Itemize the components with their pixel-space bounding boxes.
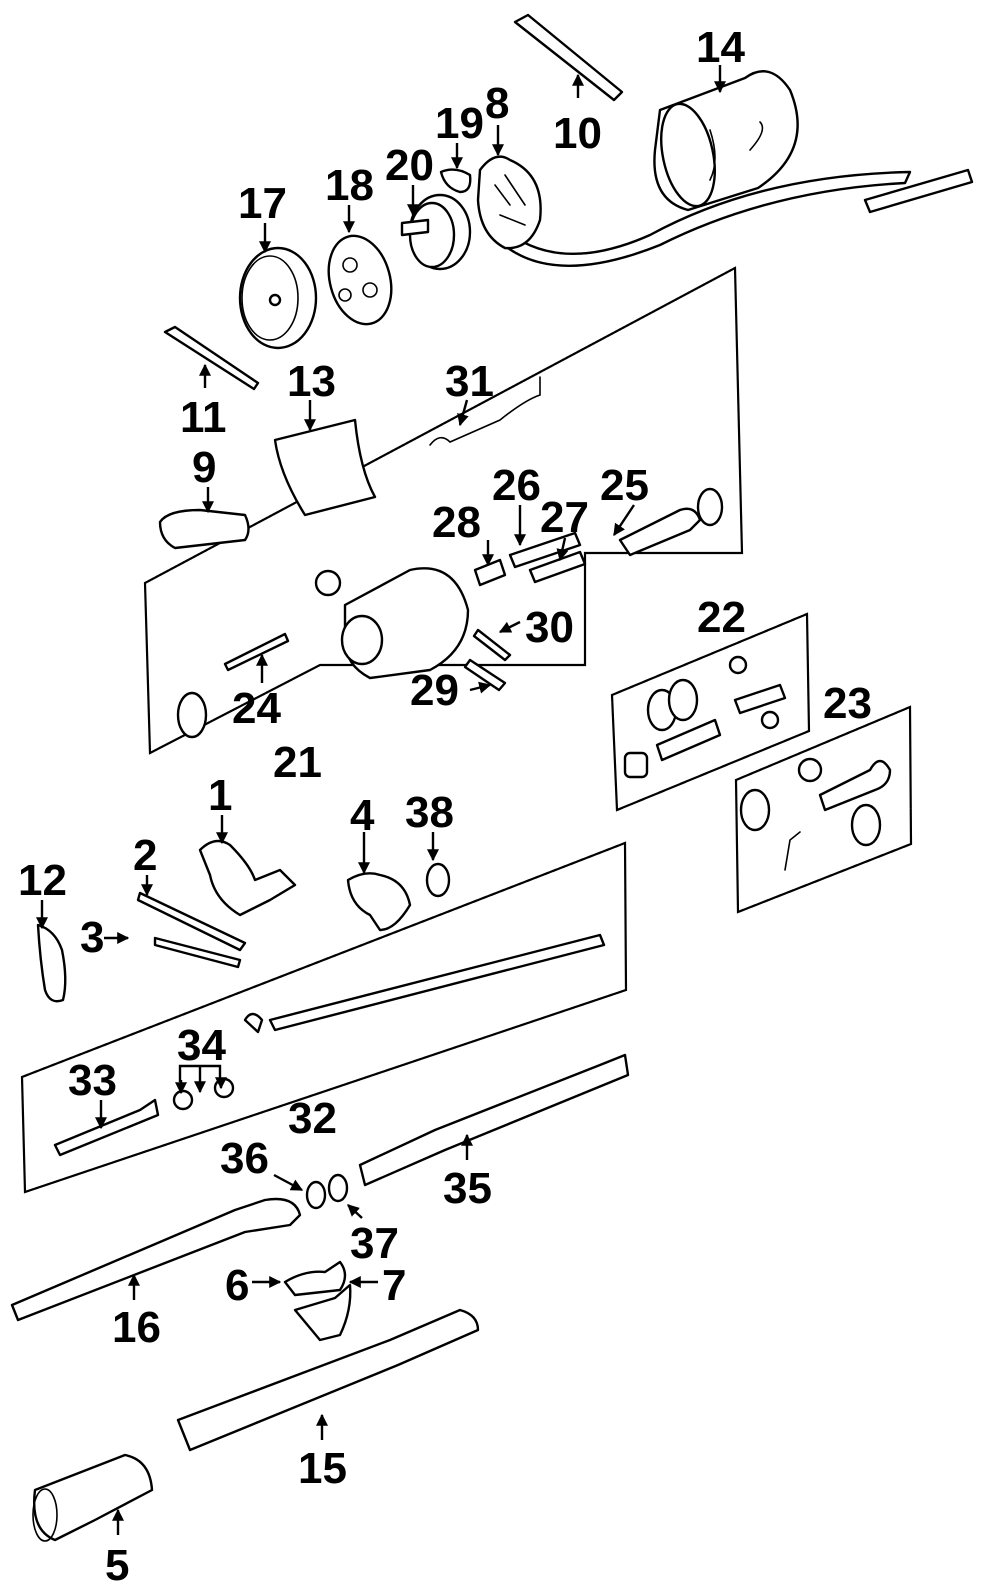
part-30-pin <box>472 628 512 662</box>
callout-30: 30 <box>525 603 574 652</box>
callout-22: 22 <box>697 593 746 642</box>
callout-29: 29 <box>410 666 459 715</box>
callout-38: 38 <box>405 788 454 837</box>
panel-shaft-kit <box>20 841 628 1194</box>
callout-28: 28 <box>432 498 481 547</box>
part-31-wire <box>429 376 541 446</box>
part-20-cam <box>400 193 472 271</box>
part-5-tube-end <box>32 1488 58 1542</box>
part-5-tube <box>33 1453 154 1542</box>
callout-19: 19 <box>435 99 484 148</box>
callout-7: 7 <box>382 1261 406 1310</box>
part-25-lock-cylinder <box>618 487 724 557</box>
leader-lines <box>36 65 726 1535</box>
part-29-pin <box>463 658 507 692</box>
callout-33: 33 <box>68 1056 117 1105</box>
callout-27: 27 <box>540 493 589 542</box>
part-2-rod <box>136 891 247 952</box>
callout-10: 10 <box>553 109 602 158</box>
part-38-bushing <box>425 862 451 898</box>
callout-20: 20 <box>385 141 434 190</box>
part-37-bearing <box>327 1173 349 1203</box>
kit-23-contents <box>739 757 892 871</box>
callout-9: 9 <box>192 443 216 492</box>
callout-2: 2 <box>133 831 157 880</box>
part-26-rack <box>508 531 582 569</box>
callout-24: 24 <box>232 684 281 733</box>
part-12-handle <box>36 923 67 1003</box>
part-10-pin <box>513 13 624 102</box>
part-36-bearing <box>305 1180 327 1210</box>
part-6-sector <box>283 1260 347 1297</box>
callout-26: 26 <box>492 461 541 510</box>
callout-3: 3 <box>80 913 104 962</box>
part-17-cover <box>238 246 318 350</box>
part-housing-seal <box>176 691 208 739</box>
panel-kit-23 <box>734 705 913 914</box>
part-19-clip <box>439 168 472 194</box>
callout-8: 8 <box>485 79 509 128</box>
callout-32: 32 <box>288 1094 337 1143</box>
part-16-shaft <box>10 1197 302 1322</box>
kit-22-contents <box>623 655 787 779</box>
part-14-switch-housing <box>503 70 974 267</box>
callout-1: 1 <box>208 771 232 820</box>
part-15-jacket <box>176 1308 480 1452</box>
callout-31: 31 <box>445 357 494 406</box>
panel-housing-kit <box>143 266 744 755</box>
part-11-lever <box>163 325 260 391</box>
part-24-pin <box>223 632 290 672</box>
callout-23: 23 <box>823 679 872 728</box>
callout-34: 34 <box>177 1021 226 1070</box>
part-28-bolt <box>473 558 507 587</box>
callout-labels: 14 8 19 10 20 18 17 13 31 11 9 26 25 28 … <box>18 23 872 1588</box>
part-9-switch <box>158 508 250 550</box>
callout-5: 5 <box>105 1541 129 1588</box>
callout-35: 35 <box>443 1164 492 1213</box>
callout-16: 16 <box>112 1303 161 1352</box>
callout-4: 4 <box>350 791 375 840</box>
part-3-spring <box>153 936 242 969</box>
part-4-lever <box>346 872 412 932</box>
part-1-bracket <box>198 839 297 917</box>
callout-6: 6 <box>225 1261 249 1310</box>
panel-kit-22 <box>610 612 811 812</box>
callout-13: 13 <box>287 357 336 406</box>
callout-21: 21 <box>273 738 322 787</box>
part-18-lock-plate <box>327 234 393 326</box>
callout-25: 25 <box>600 461 649 510</box>
part-35-shaft <box>358 1053 630 1187</box>
callout-36: 36 <box>220 1134 269 1183</box>
callout-18: 18 <box>325 161 374 210</box>
callout-15: 15 <box>298 1444 347 1493</box>
callout-11: 11 <box>180 393 227 442</box>
callout-12: 12 <box>18 856 67 905</box>
callout-14: 14 <box>696 23 745 72</box>
callout-17: 17 <box>238 179 287 228</box>
part-housing-body <box>314 567 470 680</box>
callout-37: 37 <box>350 1219 399 1268</box>
part-8-switch <box>476 155 542 250</box>
part-13-shroud <box>273 418 377 517</box>
